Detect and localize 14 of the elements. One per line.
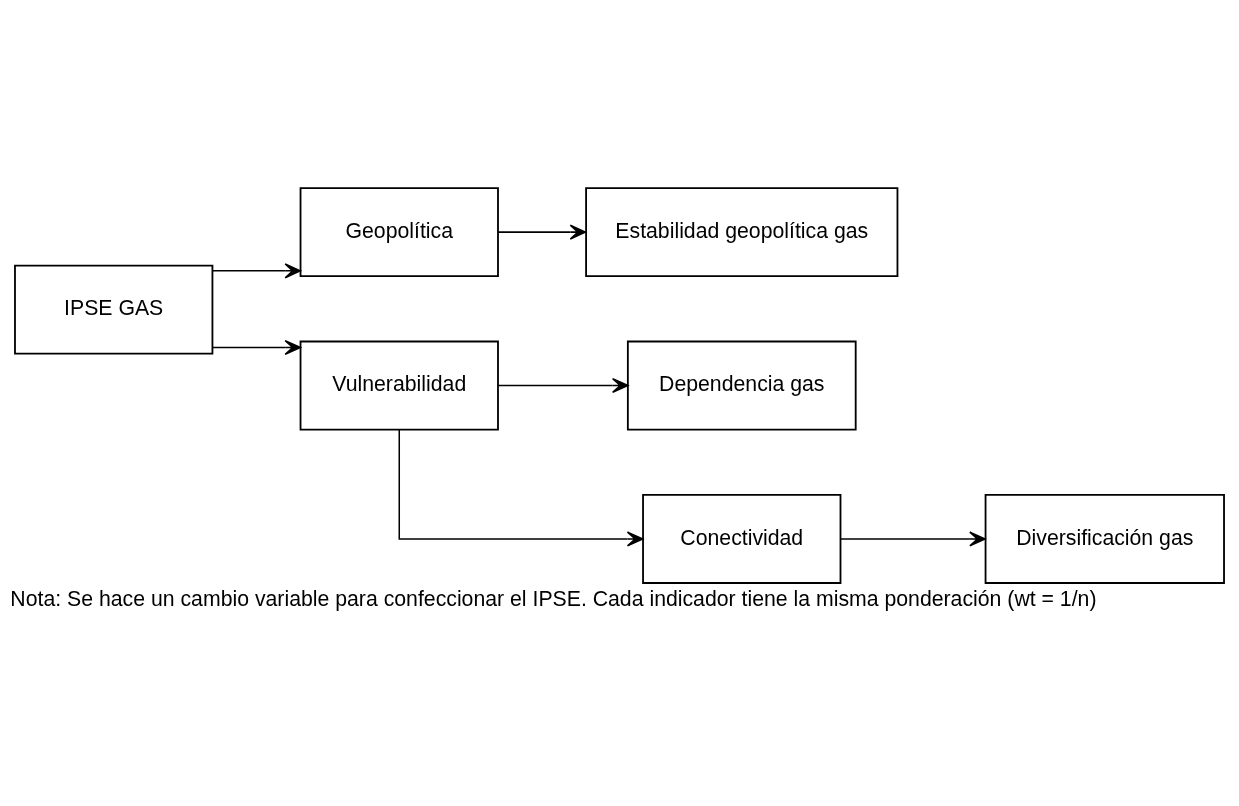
arrow — [212, 339, 302, 356]
node-box: Geopolítica — [299, 187, 499, 278]
arrow — [212, 263, 302, 279]
node-box: Vulnerabilidad — [299, 340, 499, 431]
arrow — [497, 377, 629, 394]
node-box: Estabilidad geopolítica gas — [585, 187, 899, 278]
caption: Nota: Se hace un cambio variable para confeccionar el IPSE. Cada indicador tiene la misma ponderación (wt = 1/n) — [10, 587, 1097, 612]
arrow — [398, 429, 644, 547]
arrow — [497, 224, 587, 240]
arrow — [840, 531, 986, 547]
node-box: Dependencia gas — [626, 340, 857, 431]
node-box: Diversificación gas — [984, 493, 1225, 584]
node-box: Conectividad — [642, 493, 842, 584]
node-box: IPSE GAS — [14, 264, 214, 355]
